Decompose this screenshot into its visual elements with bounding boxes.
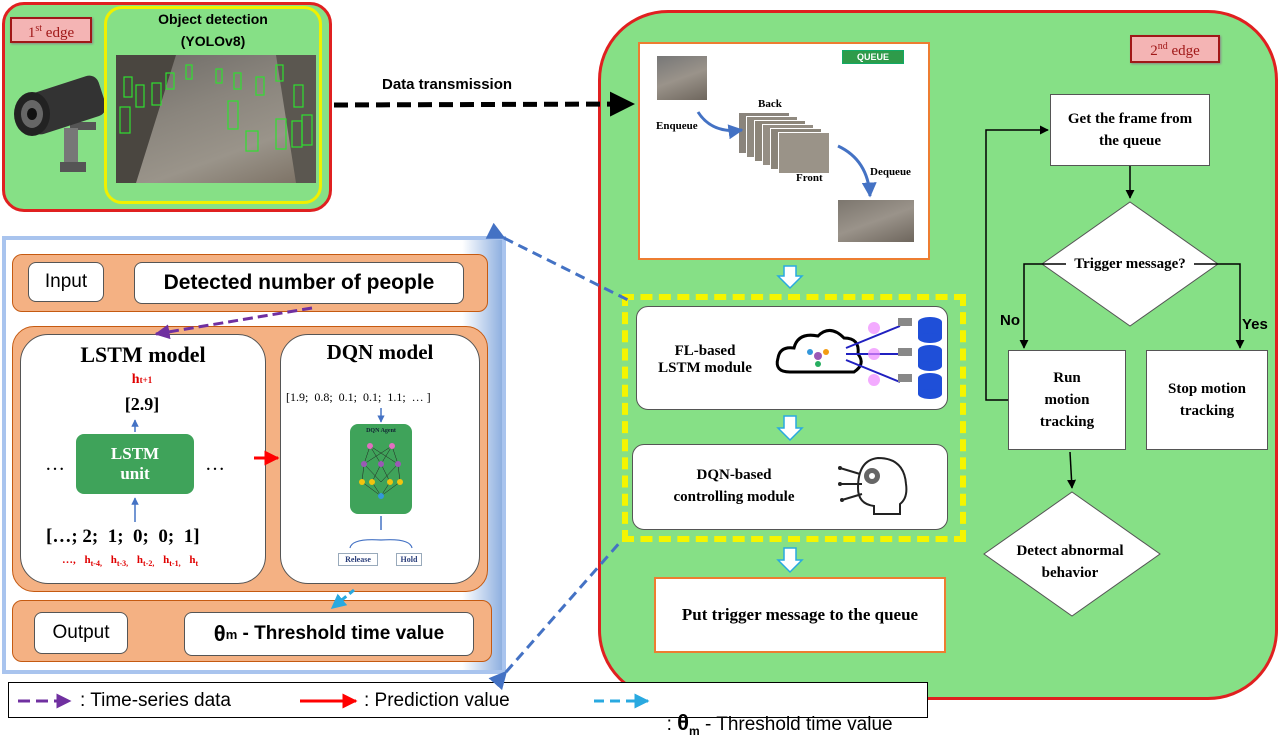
lstm-left-ellipsis: … — [45, 452, 65, 475]
legend-box — [8, 682, 928, 718]
get-frame-box: Get the frame from the queue — [1050, 94, 1210, 166]
output-label: Output — [34, 612, 128, 654]
queue-badge: QUEUE — [842, 50, 904, 64]
object-detection-subtitle: (YOLOv8) — [180, 33, 246, 49]
lstm-output-value: [2.9] — [124, 393, 160, 414]
dqn-hold-action: Hold — [396, 553, 422, 566]
queue-stack — [738, 112, 842, 178]
legend-prediction: : Prediction value — [364, 690, 510, 711]
second-edge-tag: 2nd edge — [1130, 35, 1220, 63]
queue-enqueue-frame — [657, 56, 707, 100]
stop-motion-tracking-box: Stop motion tracking — [1146, 350, 1268, 450]
federated-learning-icon — [775, 317, 942, 399]
ai-brain-icon — [838, 456, 908, 515]
detect-abnormal-label: Detect abnormal behavior — [1016, 543, 1124, 581]
dqn-model-title: DQN model — [326, 339, 434, 364]
input-label: Input — [28, 262, 104, 302]
run-motion-tracking-box: Run motion tracking — [1008, 350, 1126, 450]
queue-dequeue-frame — [838, 200, 914, 242]
first-edge-tag: 1st edge — [10, 17, 92, 43]
queue-back-label: Back — [758, 98, 782, 110]
dqn-controlling-module-label: DQN-based controlling module — [673, 467, 795, 505]
dqn-input-values: [1.9; 0.8; 0.1; 0.1; 1.1; … ] — [286, 390, 431, 404]
queue-dequeue-label: Dequeue — [870, 166, 911, 178]
legend-threshold: : θm - Threshold time value — [666, 710, 893, 738]
prediction-module-area — [622, 294, 966, 542]
lstm-model-title: LSTM model — [80, 342, 206, 367]
dqn-release-action: Release — [338, 553, 378, 566]
put-trigger-box: Put trigger message to the queue — [654, 577, 946, 653]
trigger-decision-label: Trigger message? — [1074, 255, 1186, 272]
lstm-timestep-labels: …, ht-4, ht-3, ht-2, ht-1, ht — [62, 554, 199, 569]
queue-front-label: Front — [796, 172, 823, 184]
trigger-decision-diamond — [1041, 201, 1219, 327]
camera-icon — [14, 75, 106, 172]
decision-yes-label: Yes — [1242, 316, 1268, 333]
neural-network-icon — [359, 443, 403, 499]
object-detection-title: Object detection — [158, 11, 268, 27]
lstm-input-sequence: […; 2; 1; 0; 0; 1] — [46, 526, 200, 547]
input-value: Detected number of people — [134, 262, 464, 304]
detect-abnormal-diamond — [983, 491, 1161, 617]
decision-no-label: No — [1000, 312, 1020, 329]
data-transmission-label: Data transmission — [382, 76, 513, 93]
fl-lstm-module-label: FL-based LSTM module — [658, 343, 752, 376]
queue-enqueue-label: Enqueue — [656, 120, 698, 132]
dqn-agent-label: DQN Agent — [366, 428, 396, 434]
detection-image — [116, 55, 316, 183]
lstm-right-ellipsis: … — [205, 452, 225, 475]
lstm-unit: LSTM unit — [76, 434, 194, 494]
legend-time-series: : Time-series data — [80, 690, 231, 711]
